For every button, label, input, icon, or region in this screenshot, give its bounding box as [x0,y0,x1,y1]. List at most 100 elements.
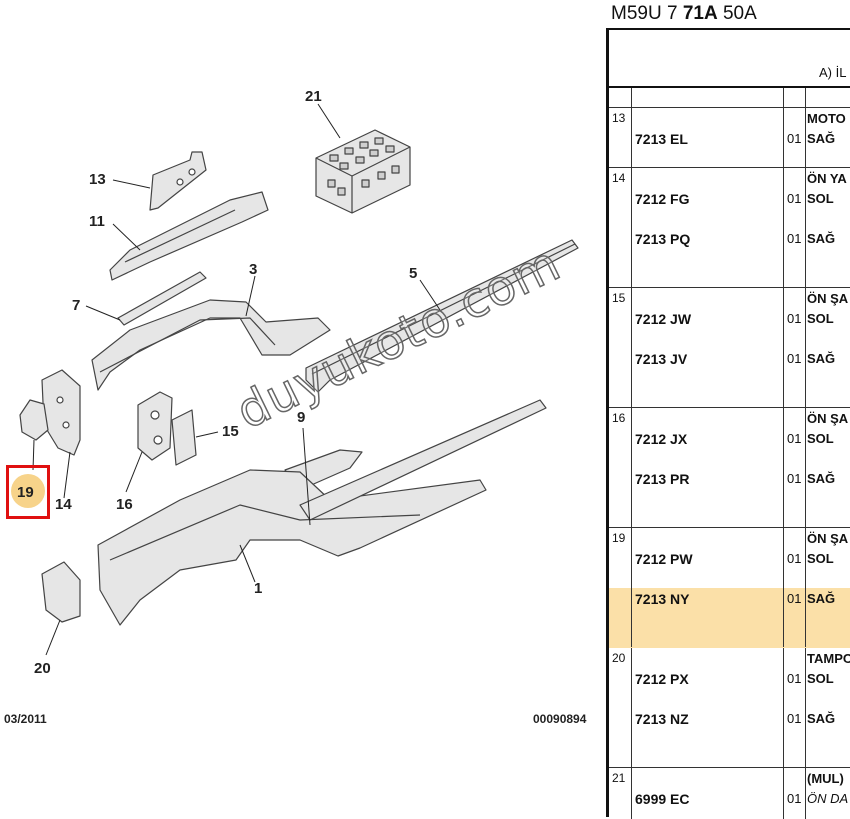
parts-table: A) İL 13 MOTO 7213 EL 01 SAĞ 14 ÖN YA 72… [606,28,850,819]
side: SOL [807,191,834,206]
part-line[interactable]: 7213 NZ 01 SAĞ [609,708,850,730]
part-7-strip [117,271,207,326]
catalog-code-title: M59U 7 71A 50A [611,3,757,25]
side: SAĞ [807,351,836,366]
quantity: 01 [787,711,802,726]
side: SOL [807,551,834,566]
part-line[interactable]: 7213 EL 01 SAĞ [609,128,850,150]
part-11-rail [109,191,269,281]
part-line[interactable]: 7213 PR 01 SAĞ [609,468,850,490]
callout-21[interactable]: 21 [305,88,322,105]
callout-13[interactable]: 13 [89,171,106,188]
part-line[interactable]: 7213 JV 01 SAĞ [609,348,850,370]
part-description: MOTO [807,111,846,126]
callout-14[interactable]: 14 [55,496,72,513]
catalog-code-bold: 71A [682,3,718,24]
table-row[interactable]: 21 (MUL) 6999 EC 01 ÖN DA [609,768,850,819]
diagram-drawing [19,103,579,656]
side: SAĞ [807,711,836,726]
side: SOL [807,431,834,446]
callout-16[interactable]: 16 [116,496,133,513]
part-description: TAMPO [807,651,850,666]
callout-20[interactable]: 20 [34,660,51,677]
ref-number: 21 [612,771,626,785]
table-subheader [609,88,850,108]
part-description: ÖN ŞA [807,291,849,306]
callout-1[interactable]: 1 [254,580,263,597]
ref-number: 20 [612,651,626,665]
quantity: 01 [787,551,802,566]
side: SAĞ [807,591,836,606]
ref-number: 15 [612,291,626,305]
quantity: 01 [787,351,802,366]
part-line[interactable]: 7213 PQ 01 SAĞ [609,228,850,250]
part-15-plate [171,409,197,466]
callout-9[interactable]: 9 [297,409,306,426]
ref-number: 13 [612,111,626,125]
part-number[interactable]: 7212 JW [635,311,692,327]
part-description: ÖN ŞA [807,531,849,546]
part-line[interactable]: 7212 PW 01 SOL [609,548,850,570]
side: SOL [807,311,834,326]
part-number[interactable]: 7212 PX [635,671,689,687]
part-number[interactable]: 7213 NY [635,591,690,607]
part-line[interactable]: 7212 JW 01 SOL [609,308,850,330]
selected-callout-box [6,465,50,519]
part-number[interactable]: 7213 PR [635,471,690,487]
highlighted-line-background [609,588,850,648]
part-3-frame-rail [91,299,331,391]
part-13-bracket [149,151,207,211]
diagram-image-ref: 00090894 [533,712,587,726]
part-21-module-box [315,129,411,214]
part-line[interactable]: 7212 FG 01 SOL [609,188,850,210]
part-number[interactable]: 7213 NZ [635,711,689,727]
part-description: (MUL) [807,771,844,786]
part-5-sill [305,239,579,393]
selected-callout-highlight [11,474,45,508]
diagram-date: 03/2011 [4,712,47,726]
quantity: 01 [787,671,802,686]
callout-11[interactable]: 11 [89,213,105,230]
quantity: 01 [787,131,802,146]
table-row[interactable]: 13 MOTO 7213 EL 01 SAĞ [609,108,850,168]
callout-7[interactable]: 7 [72,297,81,314]
part-number[interactable]: 7213 PQ [635,231,691,247]
part-description: ÖN YA [807,171,847,186]
part-number[interactable]: 7213 EL [635,131,688,147]
table-column-header: A) İL [609,30,850,88]
part-line[interactable]: 6999 EC 01 ÖN DA [609,788,850,810]
table-row[interactable]: 14 ÖN YA 7212 FG 01 SOL 7213 PQ 01 SAĞ [609,168,850,288]
ref-number: 14 [612,171,626,185]
side: SAĞ [807,231,836,246]
part-number[interactable]: 7213 JV [635,351,688,367]
side: SOL [807,671,834,686]
callout-19[interactable]: 19 [17,484,34,501]
table-row[interactable]: 19 ÖN ŞA 7212 PW 01 SOL 7213 NY 01 SAĞ [609,528,850,648]
exploded-parts-diagram: 21 13 11 3 5 7 9 15 14 16 19 1 20 03/201… [4,88,587,726]
part-line-highlighted[interactable]: 7213 NY 01 SAĞ [609,588,850,610]
part-number[interactable]: 7212 JX [635,431,688,447]
table-row[interactable]: 16 ÖN ŞA 7212 JX 01 SOL 7213 PR 01 SAĞ [609,408,850,528]
ref-number: 16 [612,411,626,425]
callout-15[interactable]: 15 [222,423,239,440]
side: ÖN DA [807,791,849,806]
parts-list-panel: M59U 7 71A 50A A) İL 13 MOTO 7213 EL 01 … [606,0,850,819]
table-row[interactable]: 15 ÖN ŞA 7212 JW 01 SOL 7213 JV 01 SAĞ [609,288,850,408]
part-number[interactable]: 7212 FG [635,191,690,207]
table-row[interactable]: 20 TAMPO 7212 PX 01 SOL 7213 NZ 01 SAĞ [609,648,850,768]
part-16-plate [137,391,173,461]
column-header-label: A) İL [819,65,847,80]
quantity: 01 [787,191,802,206]
part-line[interactable]: 7212 PX 01 SOL [609,668,850,690]
callout-5[interactable]: 5 [409,265,418,282]
part-line[interactable]: 7212 JX 01 SOL [609,428,850,450]
quantity: 01 [787,431,802,446]
callout-3[interactable]: 3 [249,261,258,278]
part-14-plate [41,369,81,456]
part-number[interactable]: 7212 PW [635,551,693,567]
part-number[interactable]: 6999 EC [635,791,690,807]
quantity: 01 [787,791,802,806]
ref-number: 19 [612,531,626,545]
part-19-mount [19,399,49,441]
catalog-code-prefix: M59U 7 [611,3,683,24]
